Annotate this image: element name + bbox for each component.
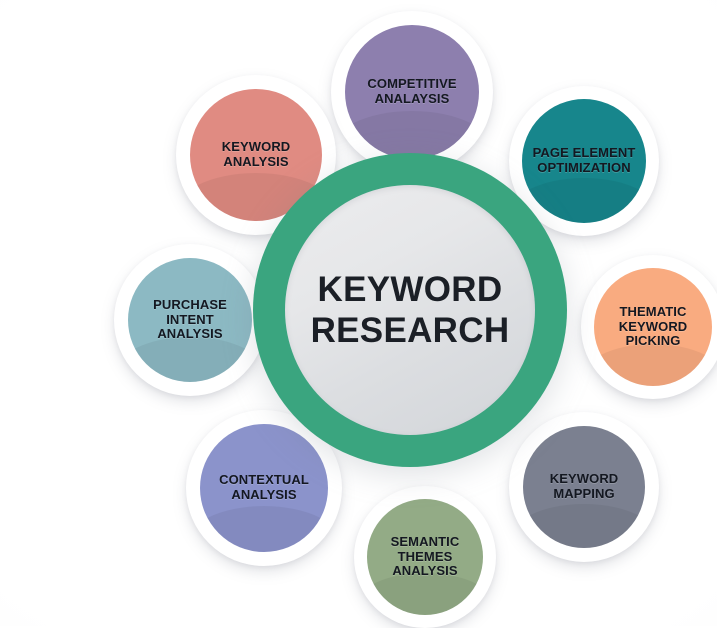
node-disc-thematic-keyword-picking: THEMATIC KEYWORD PICKING: [594, 268, 712, 386]
node-label-semantic-themes-analysis: SEMANTIC THEMES ANALYSIS: [390, 533, 460, 579]
node-disc-page-element-optimization: PAGE ELEMENT OPTIMIZATION: [522, 99, 646, 223]
node-thematic-keyword-picking[interactable]: THEMATIC KEYWORD PICKING: [581, 255, 717, 399]
node-keyword-analysis[interactable]: KEYWORD ANALYSIS: [176, 75, 336, 235]
center-hub[interactable]: KEYWORD RESEARCH: [253, 153, 567, 467]
node-semantic-themes-analysis[interactable]: SEMANTIC THEMES ANALYSIS: [354, 486, 496, 628]
node-disc-keyword-analysis: KEYWORD ANALYSIS: [190, 89, 322, 221]
node-competitive-analysis[interactable]: COMPETITIVE ANALAYSIS: [331, 11, 493, 173]
node-disc-purchase-intent-analysis: PURCHASE INTENT ANALYSIS: [128, 258, 252, 382]
node-keyword-mapping[interactable]: KEYWORD MAPPING: [509, 412, 659, 562]
center-label: KEYWORD RESEARCH: [310, 269, 510, 350]
node-label-thematic-keyword-picking: THEMATIC KEYWORD PICKING: [618, 303, 688, 349]
node-page-element-optimization[interactable]: PAGE ELEMENT OPTIMIZATION: [509, 86, 659, 236]
node-disc-semantic-themes-analysis: SEMANTIC THEMES ANALYSIS: [367, 499, 483, 615]
node-label-keyword-mapping: KEYWORD MAPPING: [549, 471, 619, 501]
node-label-page-element-optimization: PAGE ELEMENT OPTIMIZATION: [532, 145, 636, 175]
node-label-contextual-analysis: CONTEXTUAL ANALYSIS: [219, 472, 309, 502]
node-label-purchase-intent-analysis: PURCHASE INTENT ANALYSIS: [153, 296, 227, 342]
node-purchase-intent-analysis[interactable]: PURCHASE INTENT ANALYSIS: [114, 244, 266, 396]
node-label-competitive-analysis: COMPETITIVE ANALAYSIS: [367, 76, 457, 106]
node-disc-keyword-mapping: KEYWORD MAPPING: [523, 426, 645, 548]
node-label-keyword-analysis: KEYWORD ANALYSIS: [221, 139, 291, 169]
node-disc-contextual-analysis: CONTEXTUAL ANALYSIS: [200, 424, 328, 552]
node-disc-competitive-analysis: COMPETITIVE ANALAYSIS: [345, 25, 479, 159]
center-ring: [253, 153, 567, 467]
